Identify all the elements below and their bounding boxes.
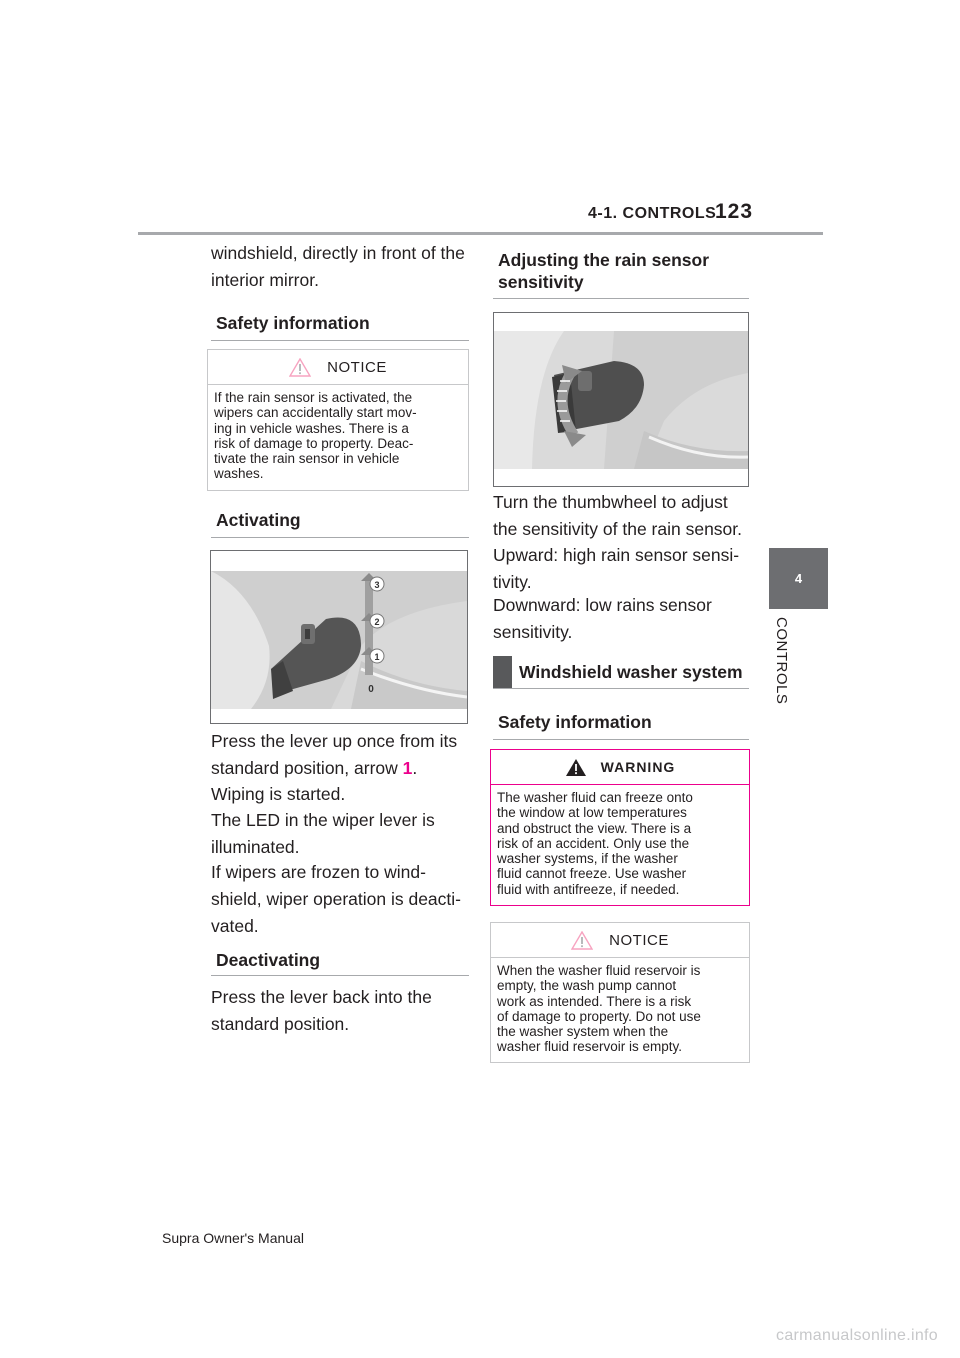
notice-line: tivate the rain sensor in vehicle [214, 451, 400, 467]
wiping-started-text: Wiping is started. [211, 784, 346, 804]
notice-line: ing in vehicle washes. There is a [214, 420, 409, 436]
heading-rule [493, 688, 749, 689]
text-line: Downward: low rains sensor [493, 595, 712, 615]
chapter-tab: 4 [769, 548, 828, 609]
heading-line: sensitivity [498, 272, 584, 292]
text-line: standard position. [211, 1014, 350, 1034]
text-line: sensitivity. [493, 622, 573, 642]
press-back-text: Press the lever back into the standard p… [211, 984, 481, 1038]
heading-rule [211, 537, 469, 538]
wiper-lever-illustration: 3 2 1 0 [210, 550, 468, 724]
heading-rule [493, 739, 749, 740]
thumbwheel-direction-arrow [556, 365, 586, 447]
warning-line: washer systems, if the washer [497, 851, 678, 867]
warning-line: fluid with antifreeze, if needed. [497, 881, 680, 897]
warning-line: risk of an accident. Only use the [497, 835, 690, 851]
warning-box-washer-freeze: WARNING The washer fluid can freeze onto… [490, 749, 750, 906]
notice-box-washer-reservoir: NOTICE When the washer fluid reservoir i… [490, 922, 750, 1063]
notice-header: NOTICE [491, 923, 749, 957]
notice-text: When the washer fluid reservoir is empty… [491, 958, 749, 1063]
notice-text: If the rain sensor is activated, the wip… [208, 385, 468, 490]
notice-line: of damage to property. Do not use [497, 1008, 701, 1024]
warning-label: WARNING [600, 759, 676, 775]
notice-line: risk of damage to property. Deac- [214, 435, 414, 451]
notice-box-rain-sensor: NOTICE If the rain sensor is activated, … [207, 349, 469, 491]
downward-text: Downward: low rains sensor sensitivity. [493, 592, 768, 646]
warning-header: WARNING [491, 750, 749, 784]
footer-manual-title: Supra Owner's Manual [162, 1230, 304, 1246]
text-line: illuminated. [211, 837, 300, 857]
wiper-lever-drawing: 3 2 1 0 [211, 571, 467, 709]
washer-system-heading: Windshield washer system [519, 662, 743, 682]
text-line: The LED in the wiper lever is [211, 810, 435, 830]
text-line: Turn the thumbwheel to adjust [493, 492, 728, 512]
caution-triangle-icon [289, 357, 312, 377]
warning-line: the window at low temperatures [497, 805, 687, 821]
text-line: vated. [211, 916, 259, 936]
deactivating-heading: Deactivating [216, 950, 321, 970]
notice-label: NOTICE [327, 358, 387, 376]
page-number: 123 [715, 200, 754, 223]
press-lever-text: Press the lever up once from its standar… [211, 728, 481, 782]
text-line: shield, wiper operation is deacti- [211, 889, 461, 909]
warning-line: and obstruct the view. There is a [497, 820, 692, 836]
notice-line: washer fluid reservoir is empty. [497, 1039, 683, 1055]
warning-triangle-icon [565, 758, 586, 776]
text-span: standard position, arrow [211, 758, 398, 778]
header-rule [138, 232, 823, 235]
frozen-wipers-text: If wipers are frozen to wind- shield, wi… [211, 859, 481, 940]
led-text: The LED in the wiper lever is illuminate… [211, 807, 481, 861]
safety-info-heading: Safety information [216, 313, 370, 333]
text-line: standard position, arrow 1. [211, 758, 418, 778]
turn-thumbwheel-text: Turn the thumbwheel to adjust the sensit… [493, 489, 768, 543]
notice-line: washes. [214, 466, 264, 482]
figure-label-3: 3 [374, 580, 379, 590]
text-line: Press the lever back into the [211, 987, 432, 1007]
text-line: Press the lever up once from its [211, 731, 458, 751]
notice-label: NOTICE [609, 931, 669, 949]
text-line: If wipers are frozen to wind- [211, 862, 426, 882]
watermark: carmanualsonline.info [776, 1327, 938, 1344]
notice-divider [491, 957, 749, 958]
caution-triangle-icon [571, 930, 594, 950]
text-line: Upward: high rain sensor sensi- [493, 545, 740, 565]
thumbwheel-drawing [494, 331, 748, 469]
text-line: tivity. [493, 572, 532, 592]
lever-position-arrows: 3 2 1 0 [361, 573, 385, 695]
notice-divider [208, 384, 468, 385]
heading-rule [211, 340, 469, 341]
notice-line: When the washer fluid reservoir is [497, 963, 701, 978]
section-title: 4-1. CONTROLS [588, 205, 717, 222]
warning-divider [491, 784, 749, 785]
figure-label-2: 2 [374, 617, 379, 627]
notice-line: wipers can accidentally start mov- [214, 405, 417, 421]
thumbwheel-illustration [493, 312, 749, 487]
upward-text: Upward: high rain sensor sensi- tivity. [493, 542, 768, 596]
figure-label-0: 0 [368, 684, 374, 695]
washer-safety-heading: Safety information [498, 712, 652, 732]
heading-rule [493, 298, 749, 299]
warning-line: fluid cannot freeze. Use washer [497, 866, 687, 882]
heading-line: Adjusting the rain sensor [498, 250, 709, 270]
heading-marker-block [493, 656, 512, 688]
notice-line: work as intended. There is a risk [497, 993, 692, 1009]
notice-line: If the rain sensor is activated, the [214, 390, 413, 405]
chapter-number: 4 [794, 571, 803, 586]
activating-heading: Activating [216, 510, 301, 530]
figure-label-1: 1 [374, 652, 379, 662]
notice-line: empty, the wash pump cannot [497, 978, 677, 994]
warning-line: The washer fluid can freeze onto [497, 790, 693, 805]
heading-rule [211, 975, 469, 976]
adjust-sensitivity-heading: Adjusting the rain sensor sensitivity [498, 249, 709, 293]
text-line: the sensitivity of the rain sensor. [493, 519, 743, 539]
notice-line: the washer system when the [497, 1024, 669, 1040]
intro-text: windshield, directly in front of the int… [211, 243, 465, 290]
warning-text: The washer fluid can freeze onto the win… [491, 785, 749, 905]
notice-header: NOTICE [208, 350, 468, 384]
chapter-tab-label: CONTROLS [773, 617, 790, 705]
arrow-reference: 1 [402, 758, 413, 778]
